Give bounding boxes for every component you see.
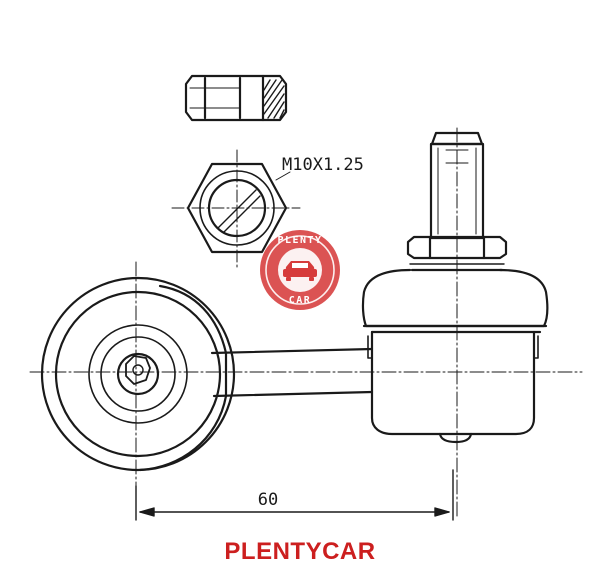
brand-footer: PLENTYCAR <box>224 538 376 565</box>
eye-bushing <box>40 276 236 472</box>
nut-side-view <box>184 74 288 122</box>
dimension-60 <box>135 469 454 521</box>
thread-spec-label: M10X1.25 <box>282 155 364 175</box>
dimension-value: 60 <box>258 490 278 510</box>
watermark-top-text: PLENTY <box>277 235 322 246</box>
link-rod <box>210 347 374 398</box>
car-icon <box>283 261 317 281</box>
watermark-bottom-text: CAR <box>289 295 312 306</box>
ball-joint <box>361 131 549 444</box>
nut-top-view <box>171 149 301 269</box>
plentycar-watermark-logo: PLENTY CAR <box>260 230 340 310</box>
center-lines <box>29 127 583 517</box>
